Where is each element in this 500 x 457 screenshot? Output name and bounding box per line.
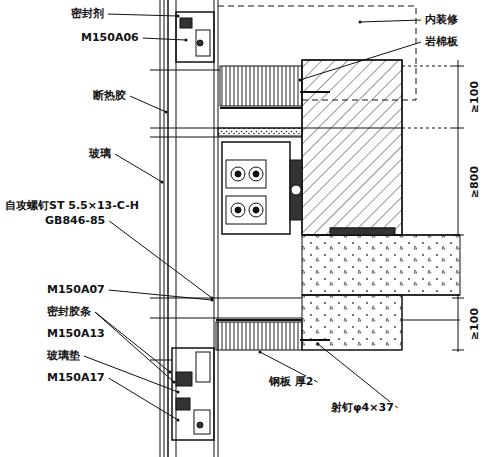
leader-dot [177, 419, 180, 422]
leader-dot [259, 351, 262, 354]
part-label: M150A06 [80, 32, 140, 44]
leader-dot [169, 371, 172, 374]
leader-dot [211, 299, 214, 302]
part-label: 岩棉板 [424, 36, 459, 48]
dimension: ≥100 [469, 307, 481, 341]
part-label: M150A17 [46, 372, 106, 384]
leader-line [115, 154, 162, 182]
dimension: ≥800 [469, 165, 481, 199]
part-label: M150A13 [46, 328, 106, 340]
leader-dot [165, 111, 168, 114]
leader-line [300, 42, 421, 80]
part-label: 玻璃垫 [46, 350, 81, 362]
leader-dot [177, 15, 180, 18]
leader-line [95, 312, 170, 372]
part-label: 断热胶 [92, 90, 127, 102]
part-label: 钢板 厚2 [268, 376, 314, 388]
leader-dot [185, 39, 188, 42]
leader-line [109, 378, 178, 420]
part-label: 内装修 [424, 14, 459, 26]
leader-dot [177, 391, 180, 394]
leader-line [95, 312, 174, 382]
leader-dot [317, 343, 320, 346]
part-label: 密封胶条 [46, 306, 92, 318]
part-label: 玻璃 [88, 148, 112, 160]
leader-line [360, 20, 421, 22]
leader-line [143, 38, 186, 40]
leader-line [109, 221, 212, 298]
leader-dot [161, 181, 164, 184]
part-label: 密封剂 [70, 8, 105, 20]
part-label: M150A07 [46, 284, 106, 296]
leader-line [108, 14, 178, 16]
leader-line [318, 344, 398, 408]
leader-line [109, 290, 212, 300]
leader-dot [359, 21, 362, 24]
leader-line [130, 96, 166, 112]
leader-dot [299, 79, 302, 82]
part-label: 射钉φ4×37 [330, 402, 395, 414]
dimension: ≥100 [469, 80, 481, 114]
part-label: 自攻螺钉ST 5.5×13-C-H [4, 200, 140, 212]
leader-dot [173, 381, 176, 384]
part-label: GB846-85 [44, 215, 106, 227]
